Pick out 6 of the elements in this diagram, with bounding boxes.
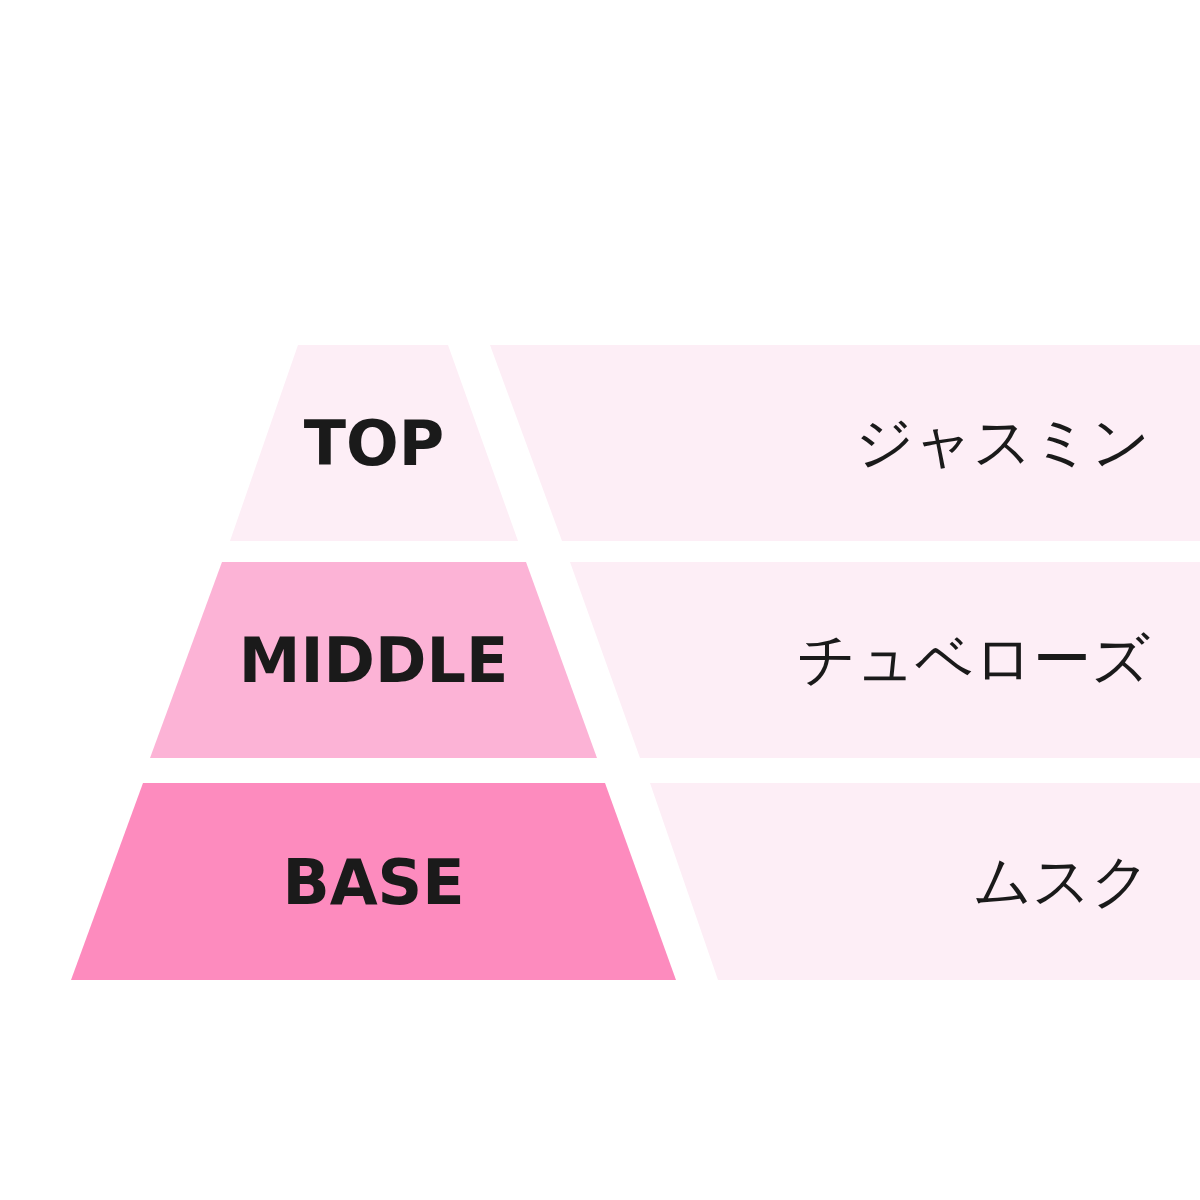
- tier-label: TOP: [302, 406, 446, 480]
- ingredient-name: ジャスミン: [855, 407, 1150, 478]
- tier-label: BASE: [281, 845, 466, 918]
- ingredient-name: チュベローズ: [797, 624, 1150, 695]
- tier-label: MIDDLE: [237, 623, 510, 697]
- ingredient-name: ムスク: [973, 845, 1150, 917]
